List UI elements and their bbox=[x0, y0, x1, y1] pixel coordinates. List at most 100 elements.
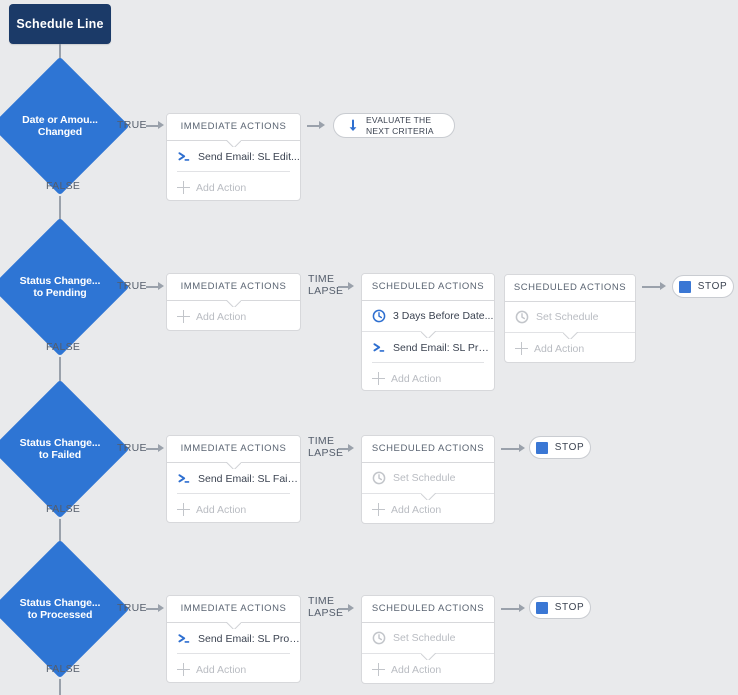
criteria-node-4[interactable]: Status Change... to Processed bbox=[0, 539, 130, 679]
connector-to-stop-3 bbox=[501, 448, 521, 450]
stop-node-2[interactable]: STOP bbox=[672, 275, 734, 298]
arrowhead-time-lapse-3 bbox=[348, 444, 354, 452]
connector-true-3 bbox=[146, 448, 160, 450]
plus-icon bbox=[177, 663, 190, 676]
connector-true-4 bbox=[146, 608, 160, 610]
connector-false-1 bbox=[59, 196, 61, 230]
arrowhead-to-stop-3 bbox=[519, 444, 525, 452]
clock-icon bbox=[515, 310, 529, 324]
add-action-button-2b[interactable]: Add Action bbox=[505, 332, 635, 362]
scheduled-actions-card-2a[interactable]: SCHEDULED ACTIONS 3 Days Before Date... … bbox=[361, 273, 495, 391]
add-action-button-1[interactable]: Add Action bbox=[167, 172, 300, 200]
edge-label-false-1: FALSE bbox=[46, 180, 81, 192]
immediate-actions-card-2[interactable]: IMMEDIATE ACTIONS Add Action bbox=[166, 273, 301, 331]
clock-icon bbox=[372, 309, 386, 323]
time-lapse-line2: LAPSE bbox=[308, 446, 344, 459]
scheduled-actions-card-4[interactable]: SCHEDULED ACTIONS Set Schedule Add Actio… bbox=[361, 595, 495, 684]
edge-label-true-3: TRUE bbox=[117, 442, 147, 454]
immediate-actions-card-4[interactable]: IMMEDIATE ACTIONS Send Email: SL Proc...… bbox=[166, 595, 301, 683]
chevron-down-icon bbox=[226, 300, 241, 307]
action-item-send-email-sl-failed[interactable]: Send Email: SL Failed bbox=[167, 463, 300, 494]
arrowhead-to-evaluate-next-criteria bbox=[319, 121, 325, 129]
time-lapse-line2: LAPSE bbox=[308, 284, 344, 297]
set-schedule-label: Set Schedule bbox=[393, 632, 456, 644]
chevron-down-icon bbox=[226, 622, 241, 629]
set-schedule-button-4[interactable]: Set Schedule bbox=[362, 623, 494, 654]
scheduled-actions-header-2a: SCHEDULED ACTIONS bbox=[362, 274, 494, 301]
plus-icon bbox=[372, 372, 385, 385]
stop-label: STOP bbox=[554, 442, 585, 453]
arrow-down-icon bbox=[347, 119, 359, 133]
chevron-down-icon bbox=[421, 331, 436, 338]
set-schedule-button-3[interactable]: Set Schedule bbox=[362, 463, 494, 494]
time-lapse-line1: TIME bbox=[308, 595, 335, 607]
plus-icon bbox=[372, 663, 385, 676]
immediate-actions-body-1: Send Email: SL Edit... Add Action bbox=[167, 141, 300, 200]
criteria-node-1[interactable]: Date or Amou... Changed bbox=[0, 56, 130, 196]
criteria-diamond-shape bbox=[0, 217, 130, 357]
edge-label-false-4: FALSE bbox=[46, 663, 81, 675]
action-item-send-email-sl-edit[interactable]: Send Email: SL Edit... bbox=[167, 141, 300, 172]
chevron-down-icon bbox=[563, 332, 578, 339]
arrowhead-to-stop-4 bbox=[519, 604, 525, 612]
connector-time-lapse-3 bbox=[338, 448, 350, 450]
arrowhead-to-stop-2 bbox=[660, 282, 666, 290]
apex-code-icon bbox=[372, 341, 386, 355]
schedule-item-3-days-before-date[interactable]: 3 Days Before Date... bbox=[362, 301, 494, 332]
stop-node-3[interactable]: STOP bbox=[529, 436, 591, 459]
connector-to-evaluate-next-criteria bbox=[307, 125, 321, 127]
edge-label-time-lapse-4: TIME LAPSE bbox=[308, 595, 343, 619]
add-action-button-3[interactable]: Add Action bbox=[167, 494, 300, 522]
scheduled-actions-header-4: SCHEDULED ACTIONS bbox=[362, 596, 494, 623]
immediate-actions-header-4: IMMEDIATE ACTIONS bbox=[167, 596, 300, 623]
connector-false-4 bbox=[59, 679, 61, 695]
immediate-actions-card-3[interactable]: IMMEDIATE ACTIONS Send Email: SL Failed … bbox=[166, 435, 301, 523]
connector-time-lapse-4 bbox=[338, 608, 350, 610]
add-action-button-2[interactable]: Add Action bbox=[167, 300, 300, 330]
scheduled-actions-body-4: Set Schedule Add Action bbox=[362, 623, 494, 683]
add-action-button-4[interactable]: Add Action bbox=[167, 654, 300, 682]
immediate-actions-body-3: Send Email: SL Failed Add Action bbox=[167, 463, 300, 522]
connector-false-2 bbox=[59, 357, 61, 391]
chevron-down-icon bbox=[226, 462, 241, 469]
scheduled-actions-header-2b: SCHEDULED ACTIONS bbox=[505, 275, 635, 302]
add-action-label: Add Action bbox=[196, 663, 247, 676]
set-schedule-button-2b[interactable]: Set Schedule bbox=[505, 302, 635, 333]
schedule-item-label: 3 Days Before Date... bbox=[393, 310, 494, 322]
scheduled-actions-card-2b[interactable]: SCHEDULED ACTIONS Set Schedule Add Actio… bbox=[504, 274, 636, 363]
stop-label: STOP bbox=[697, 281, 728, 292]
edge-label-time-lapse-3: TIME LAPSE bbox=[308, 435, 344, 459]
arrowhead-time-lapse-2 bbox=[348, 282, 354, 290]
criteria-node-3[interactable]: Status Change... to Failed bbox=[0, 379, 130, 519]
set-schedule-label: Set Schedule bbox=[536, 311, 599, 323]
scheduled-actions-card-3[interactable]: SCHEDULED ACTIONS Set Schedule Add Actio… bbox=[361, 435, 495, 524]
plus-icon bbox=[515, 342, 528, 355]
immediate-actions-body-2: Add Action bbox=[167, 300, 300, 330]
connector-true-2 bbox=[146, 286, 160, 288]
start-node-label: Schedule Line bbox=[16, 17, 104, 31]
start-node-schedule-line[interactable]: Schedule Line bbox=[9, 4, 111, 44]
chevron-down-icon bbox=[421, 653, 436, 660]
scheduled-actions-body-2a: 3 Days Before Date... Send Email: SL Pro… bbox=[362, 301, 494, 390]
criteria-diamond-shape bbox=[0, 539, 130, 679]
immediate-actions-card-1[interactable]: IMMEDIATE ACTIONS Send Email: SL Edit...… bbox=[166, 113, 301, 201]
edge-label-true-2: TRUE bbox=[117, 280, 147, 292]
add-action-label: Add Action bbox=[196, 503, 247, 516]
stop-node-4[interactable]: STOP bbox=[529, 596, 591, 619]
add-action-button-4s[interactable]: Add Action bbox=[362, 653, 494, 683]
add-action-button-2a[interactable]: Add Action bbox=[362, 363, 494, 390]
time-lapse-line1: TIME bbox=[308, 435, 335, 447]
evaluate-next-criteria-pill[interactable]: EVALUATE THE NEXT CRITERIA bbox=[333, 113, 455, 138]
edge-label-true-1: TRUE bbox=[117, 119, 147, 131]
criteria-node-2[interactable]: Status Change... to Pending bbox=[0, 217, 130, 357]
stop-square-icon bbox=[535, 601, 548, 614]
clock-icon bbox=[372, 631, 386, 645]
stop-square-icon bbox=[535, 441, 548, 454]
action-item-send-email-sl-proc[interactable]: Send Email: SL Proc... bbox=[167, 623, 300, 654]
connector-to-stop-4 bbox=[501, 608, 521, 610]
plus-icon bbox=[177, 503, 190, 516]
add-action-button-3s[interactable]: Add Action bbox=[362, 494, 494, 523]
action-item-send-email-sl-proc-scheduled[interactable]: Send Email: SL Proc... bbox=[362, 332, 494, 363]
action-item-label: Send Email: SL Edit... bbox=[198, 150, 300, 163]
